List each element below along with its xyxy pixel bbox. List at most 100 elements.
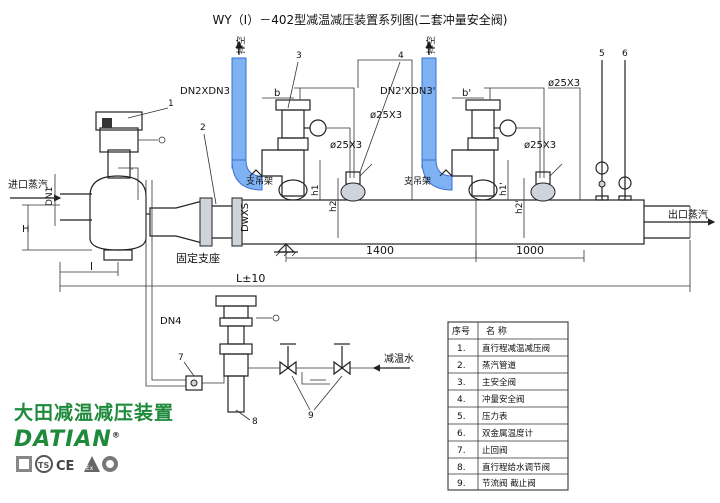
main-steam-pipe xyxy=(241,199,645,245)
dwxs-label: DwXS xyxy=(240,203,251,232)
phi25x3-label-c: ø25X3 xyxy=(548,78,580,89)
phi25x3-label-a: ø25X3 xyxy=(370,110,402,121)
callout-3: 3 xyxy=(287,51,302,109)
svg-text:5: 5 xyxy=(599,49,605,59)
dim-1400: 1400 xyxy=(366,244,394,257)
thermometer xyxy=(618,60,632,201)
callout-8: 8 xyxy=(235,409,258,427)
fixed-support-label: 固定支座 xyxy=(176,251,220,265)
b2-label: b' xyxy=(462,88,471,99)
legend-name: 节流阀 截止阀 xyxy=(482,478,536,489)
legend-table: 序号 名 称 1. 直行程减温减压阀 2. 蒸汽管道 3. 主安全阀 4. 冲量… xyxy=(447,321,569,491)
main-safety-valve-1 xyxy=(261,99,327,201)
svg-text:Ex: Ex xyxy=(86,465,94,472)
h2-label: h2 xyxy=(329,201,339,212)
legend-no: 3. xyxy=(457,378,466,388)
callout-5: 5 xyxy=(599,49,605,59)
h1b-label: h1' xyxy=(499,182,509,196)
legend-name: 压力表 xyxy=(482,411,508,422)
brand-logo: DATIAN® xyxy=(14,427,121,452)
svg-text:8: 8 xyxy=(252,417,258,427)
legend-header-name: 名 称 xyxy=(486,325,507,337)
impulse-valve-1 xyxy=(340,163,373,202)
svg-text:CE: CE xyxy=(56,459,74,474)
outlet-steam-label: 出口蒸汽 xyxy=(668,208,708,221)
svg-text:TS: TS xyxy=(38,461,49,470)
legend-name: 直行程减温减压阀 xyxy=(482,343,550,354)
h-label: H xyxy=(22,224,30,235)
legend-no: 5. xyxy=(457,412,466,422)
legend-no: 6. xyxy=(457,429,466,439)
legend-header-no: 序号 xyxy=(452,325,470,337)
svg-text:3: 3 xyxy=(296,51,302,61)
registered-mark: ® xyxy=(111,430,121,440)
legend-no: 8. xyxy=(457,463,466,473)
vent-pipe-1 xyxy=(231,40,263,191)
inlet-steam-label: 进口蒸汽 xyxy=(8,178,48,191)
water-line xyxy=(145,180,186,387)
support-label-2: 支吊架 xyxy=(404,175,431,187)
legend-no: 1. xyxy=(457,344,466,354)
vent-pipe-2 xyxy=(421,40,453,191)
impulse-line-2 xyxy=(516,127,541,178)
svg-text:4: 4 xyxy=(398,51,404,61)
callout-4: 4 xyxy=(359,51,404,173)
legend-no: 9. xyxy=(457,479,466,489)
stop-valve xyxy=(333,343,351,376)
dn2xdn3-label: DN2XDN3 xyxy=(180,86,230,97)
brand-name-cn: 大田减温减压装置 xyxy=(14,402,175,424)
h1-label: h1 xyxy=(311,185,321,196)
throttle-valve xyxy=(279,343,297,376)
feedwater-regulating-valve xyxy=(215,295,280,413)
legend-no: 4. xyxy=(457,395,466,405)
reducing-valve xyxy=(60,111,166,261)
phi25x3-label-d: ø25X3 xyxy=(524,140,556,151)
ce-icon: CE xyxy=(56,459,74,474)
callout-7: 7 xyxy=(178,353,195,377)
callout-1: 1 xyxy=(127,99,174,119)
svg-text:7: 7 xyxy=(178,353,184,363)
legend-no: 2. xyxy=(457,361,466,371)
quality-icon xyxy=(102,456,118,472)
svg-text:2: 2 xyxy=(200,123,206,133)
callout-2: 2 xyxy=(200,123,217,205)
legend-no: 7. xyxy=(457,446,466,456)
diagram-title: WY（Ⅰ）－402型减温减压装置系列图(二套冲量安全阀) xyxy=(212,12,507,27)
impulse-line-1 xyxy=(326,127,351,178)
legend-name: 直行程给水调节阀 xyxy=(482,462,550,473)
svg-text:9: 9 xyxy=(308,411,314,421)
flange xyxy=(199,197,213,247)
legend-name: 主安全阀 xyxy=(482,377,516,388)
iso-icon xyxy=(16,456,32,472)
cert-icons: TS CE Ex xyxy=(16,455,118,474)
water-label: 减温水 xyxy=(384,353,414,365)
ts-icon: TS xyxy=(35,455,53,473)
callout-6: 6 xyxy=(622,49,628,59)
brand-name-en: DATIAN xyxy=(14,427,112,452)
phi25x3-label-b: ø25X3 xyxy=(330,140,362,151)
svg-text:6: 6 xyxy=(622,49,628,59)
legend-name: 双金属温度计 xyxy=(482,428,534,439)
pressure-gauge xyxy=(595,60,609,201)
dn4-label: DN4 xyxy=(160,316,182,327)
vent-label-1: 排空 xyxy=(235,36,247,54)
impulse-valve-2 xyxy=(530,163,563,202)
dim-l: l xyxy=(90,260,93,273)
support-label-1: 支吊架 xyxy=(246,175,273,187)
h2b-label: h2' xyxy=(515,200,525,214)
legend-name: 止回阀 xyxy=(482,445,508,456)
dim-L: L±10 xyxy=(236,272,265,285)
callout-9: 9 xyxy=(291,375,343,421)
check-valve xyxy=(185,375,203,391)
legend-name: 蒸汽管道 xyxy=(482,360,517,371)
dim-1000: 1000 xyxy=(516,244,544,257)
flange-2 xyxy=(231,197,243,247)
vent-label-2: 排空 xyxy=(425,36,437,54)
dn1-label: DN1 xyxy=(45,187,55,206)
svg-text:1: 1 xyxy=(168,99,174,109)
reducer xyxy=(149,199,207,245)
dn2xdn3b-label: DN2'XDN3' xyxy=(380,86,435,97)
ex-icon: Ex xyxy=(84,456,100,472)
legend-name: 冲量安全阀 xyxy=(482,394,525,405)
